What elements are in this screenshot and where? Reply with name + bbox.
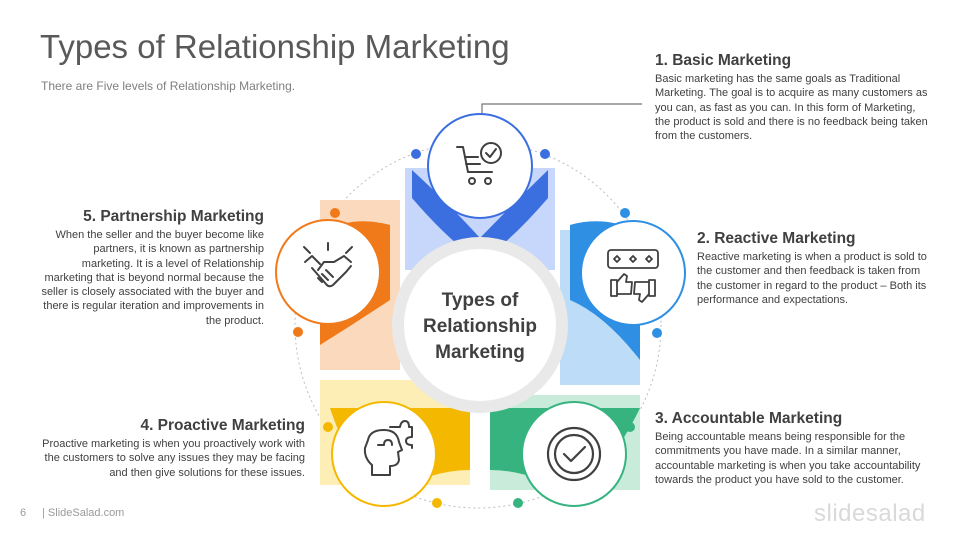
- checkmark-badge-icon: [546, 426, 602, 482]
- step-5-block: 5. Partnership Marketing When the seller…: [40, 208, 264, 328]
- dot-yellow-left: [323, 422, 333, 432]
- puzzle-head-icon: [363, 420, 413, 476]
- node-step-2: [580, 220, 686, 326]
- connector-line-step-1: [481, 103, 642, 116]
- step-4-title: 4. Proactive Marketing: [140, 417, 305, 434]
- outer-dotted-ring: [294, 141, 662, 509]
- step-1-description: Basic marketing has the same goals as Tr…: [655, 73, 928, 143]
- step-4-description: Proactive marketing is when you proactiv…: [42, 438, 305, 479]
- node-step-1: [427, 113, 533, 219]
- step-1-title: 1. Basic Marketing: [655, 52, 792, 69]
- step-3-block: 3. Accountable Marketing Being accountab…: [655, 410, 925, 487]
- step-4-block: 4. Proactive Marketing Proactive marketi…: [40, 417, 305, 480]
- dot-blue-left: [411, 149, 421, 159]
- rating-feedback-icon: [607, 249, 659, 303]
- shopping-cart-check-icon: [456, 142, 502, 185]
- dot-orange-top: [330, 208, 340, 218]
- dot-orange-bottom: [293, 327, 303, 337]
- handshake-icon: [303, 242, 353, 288]
- step-1-block: 1. Basic Marketing Basic marketing has t…: [655, 52, 930, 143]
- step-2-block: 2. Reactive Marketing Reactive marketing…: [697, 230, 927, 307]
- dot-yellow-bottom: [432, 498, 442, 508]
- step-3-title: 3. Accountable Marketing: [655, 410, 843, 427]
- page-subtitle: There are Five levels of Relationship Ma…: [41, 79, 296, 93]
- footer-site-link[interactable]: | SlideSalad.com: [42, 507, 125, 519]
- brand-logo: slidesalad: [814, 500, 926, 527]
- node-step-4: [331, 401, 437, 507]
- node-step-3: [521, 401, 627, 507]
- center-title-line1: Types of: [442, 290, 519, 311]
- node-ring-4: [331, 401, 437, 507]
- step-5-description: When the seller and the buyer become lik…: [41, 229, 264, 327]
- step-5-title: 5. Partnership Marketing: [83, 208, 264, 225]
- page-title: Types of Relationship Marketing: [40, 28, 510, 65]
- center-circle: [404, 249, 556, 401]
- dot-skyblue-bottom: [652, 328, 662, 338]
- page-number: 6: [20, 507, 27, 519]
- dot-blue-right: [540, 149, 550, 159]
- node-ring-3: [521, 401, 627, 507]
- ring-dots: [293, 149, 662, 508]
- step-2-title: 2. Reactive Marketing: [697, 230, 856, 247]
- dot-green-bottom: [513, 498, 523, 508]
- node-step-5: [275, 219, 381, 325]
- dot-green-right: [625, 422, 635, 432]
- center-title-line2: Relationship: [423, 316, 537, 337]
- step-3-description: Being accountable means being responsibl…: [655, 431, 921, 486]
- node-ring-1: [427, 113, 533, 219]
- node-ring-2: [580, 220, 686, 326]
- center-title-line3: Marketing: [435, 342, 525, 363]
- dot-skyblue-top: [620, 208, 630, 218]
- step-2-description: Reactive marketing is when a product is …: [697, 251, 927, 306]
